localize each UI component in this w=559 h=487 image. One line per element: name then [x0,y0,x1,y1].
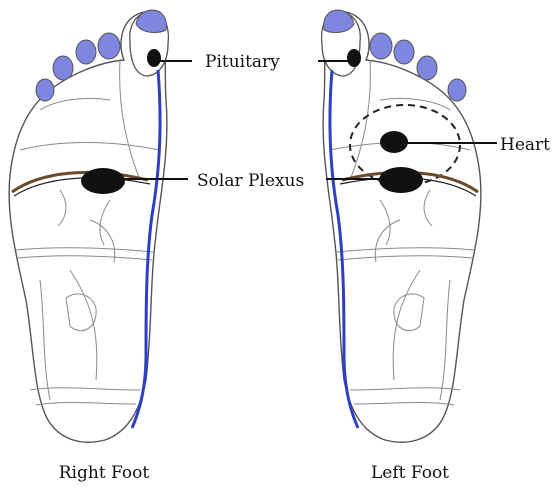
left-toe-3 [394,40,414,64]
left-pituitary-marker [347,49,361,67]
left-solar-plexus-marker [379,167,423,193]
left-foot-outline [323,12,481,442]
right-toe-2 [98,33,120,59]
pituitary-label: Pituitary [205,52,280,72]
right-foot-outline [9,12,167,442]
left-foot [322,10,481,442]
left-toe-5 [448,79,466,101]
right-solar-plexus-marker [81,168,125,194]
right-toe-3 [76,40,96,64]
right-foot [9,10,168,442]
left-foot-caption: Left Foot [371,463,449,483]
right-toe-5 [36,79,54,101]
right-pituitary-marker [147,49,161,67]
heart-label: Heart [500,135,550,155]
left-toe-2 [370,33,392,59]
right-toe-4 [53,56,73,80]
heart-marker [380,131,408,153]
right-foot-caption: Right Foot [59,463,150,483]
left-toe-4 [417,56,437,80]
solar-plexus-label: Solar Plexus [197,171,304,191]
